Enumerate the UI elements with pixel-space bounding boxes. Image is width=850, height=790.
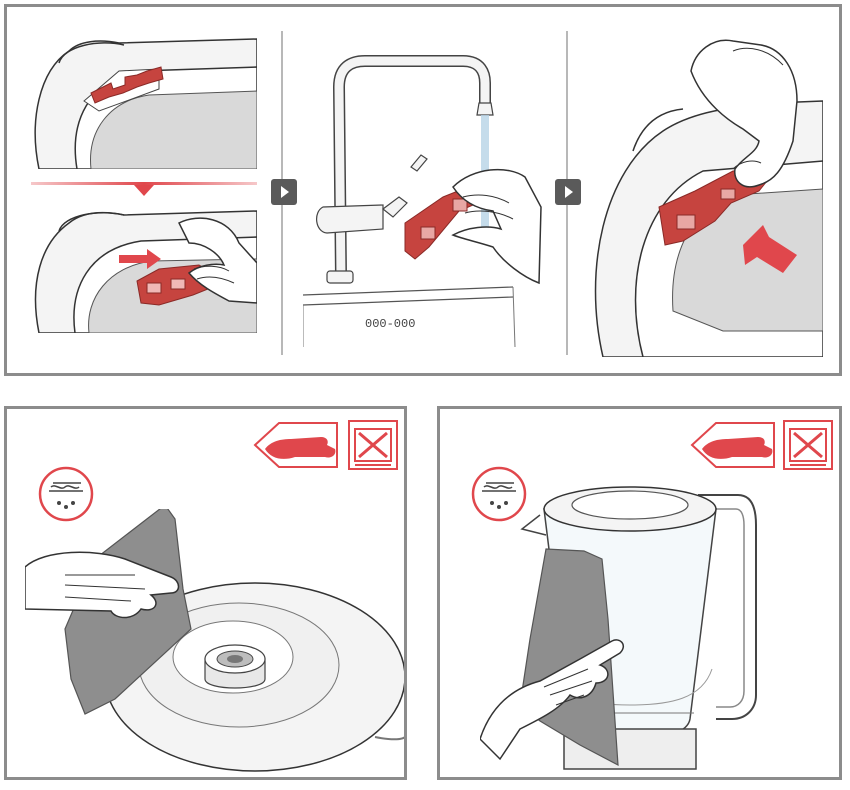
filter-rinse-under-tap-illustration: 000-000 bbox=[303, 55, 542, 347]
filter-removal-panel: 000-000 bbox=[4, 4, 842, 376]
wipe-kettle-illustration bbox=[480, 486, 757, 770]
hand-wash-icon bbox=[253, 422, 338, 468]
filter-removal-illustration bbox=[34, 210, 257, 333]
filter-red-shape bbox=[90, 66, 164, 104]
sink-marking: 000-000 bbox=[365, 317, 415, 331]
hand-wash-icon bbox=[690, 422, 775, 468]
step-next-icon bbox=[271, 179, 297, 205]
step-next-icon bbox=[555, 179, 581, 205]
kettle-cleaning-panel bbox=[437, 406, 842, 780]
base-cleaning-panel bbox=[4, 406, 407, 780]
wipe-base-illustration bbox=[25, 509, 404, 772]
down-arrow-indicator bbox=[31, 182, 257, 196]
damp-cloth-icon bbox=[38, 466, 94, 522]
no-dishwasher-icon bbox=[783, 420, 833, 470]
damp-cloth-icon bbox=[471, 466, 527, 522]
filter-reinsert-illustration bbox=[594, 39, 823, 357]
kettle-filter-in-place-illustration bbox=[34, 38, 257, 169]
no-dishwasher-icon bbox=[348, 420, 398, 470]
